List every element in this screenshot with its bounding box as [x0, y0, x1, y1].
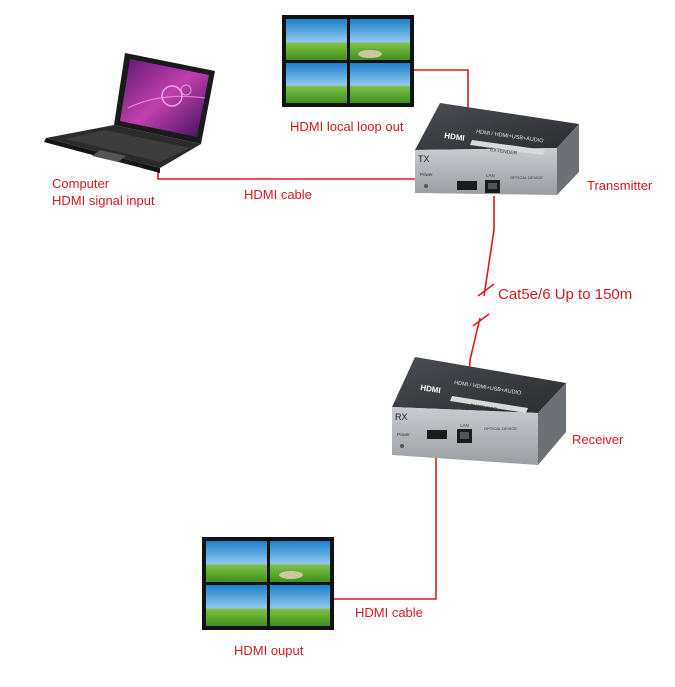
hdmi-signal-input-label: HDMI signal input	[52, 193, 155, 208]
rx-power-text: Power	[397, 432, 410, 437]
rx-brand-bar: EXTENDER	[470, 403, 498, 413]
hdmi-local-loop-out-label: HDMI local loop out	[290, 119, 404, 134]
tx-badge: TX	[418, 154, 430, 164]
tx-hdmi-port	[457, 181, 477, 190]
transmitter-device: HDMI HDMI / HDMI+USB+AUDIO EXTENDER TX P…	[415, 103, 579, 195]
svg-text:HDMI: HDMI	[420, 383, 442, 395]
rx-badge: RX	[395, 412, 408, 422]
hdmi-cable-bottom-label: HDMI cable	[355, 605, 423, 620]
cat-cable-label: Cat5e/6 Up to 150m	[498, 286, 633, 303]
cat-cable-upper	[483, 196, 495, 297]
tx-lan-text: LAN	[486, 173, 495, 178]
computer-label: Computer	[52, 176, 110, 191]
cable-break-mark-2	[472, 313, 490, 327]
receiver-label: Receiver	[572, 432, 624, 447]
tx-brand-bar: EXTENDER	[490, 147, 518, 157]
hdmi-cable-top-label: HDMI cable	[244, 187, 312, 202]
video-wall-top	[282, 15, 414, 107]
cable-break-mark-1	[477, 283, 495, 297]
hdmi-output-label: HDMI ouput	[234, 643, 304, 658]
video-wall-bottom	[202, 537, 334, 630]
rx-lan-text: LAN	[460, 423, 469, 428]
hdmi-cable-rx-to-display	[334, 436, 437, 600]
svg-text:HDMI: HDMI	[444, 131, 466, 143]
receiver-device: HDMI HDMI / HDMI+USB+AUDIO EXTENDER RX P…	[392, 357, 566, 465]
rx-hdmi-port	[427, 430, 447, 439]
tx-optical-text: OPTICAL DEVICE	[510, 175, 543, 180]
laptop-image	[44, 53, 215, 173]
rx-optical-text: OPTICAL DEVICE	[484, 426, 517, 431]
transmitter-label: Transmitter	[587, 178, 653, 193]
tx-power-text: Power	[420, 172, 433, 177]
